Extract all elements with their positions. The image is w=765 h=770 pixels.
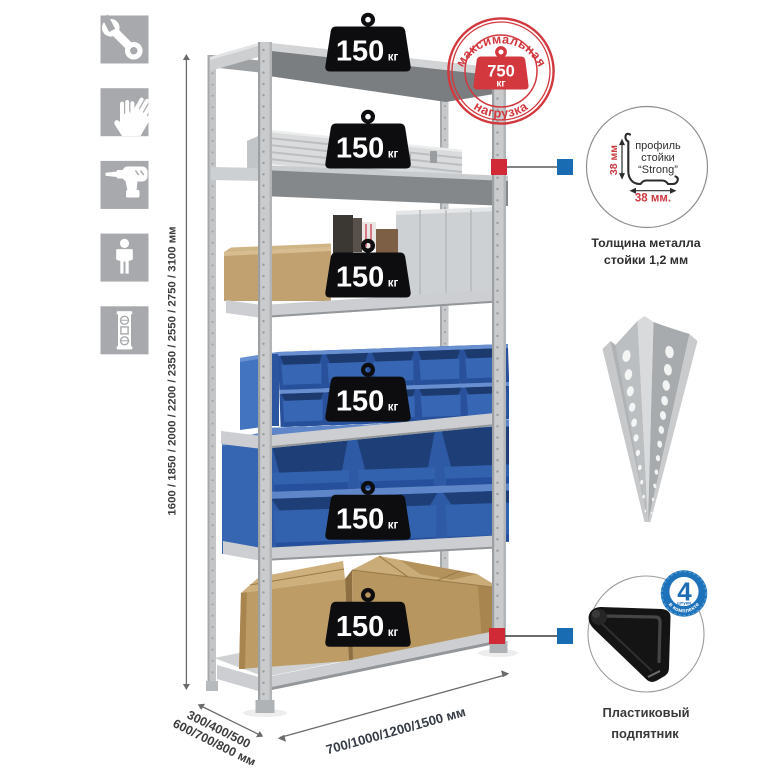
svg-text:750: 750	[487, 63, 515, 81]
svg-text:1600 / 1850 / 2000 / 2200 / 23: 1600 / 1850 / 2000 / 2200 / 2350 / 2550 …	[167, 226, 179, 515]
svg-text:“Strong”: “Strong”	[638, 164, 678, 176]
svg-text:подпятник: подпятник	[611, 726, 679, 741]
svg-text:нагрузка: нагрузка	[471, 98, 530, 121]
svg-text:4: 4	[677, 577, 692, 607]
svg-text:штуки: штуки	[677, 601, 691, 606]
svg-text:Пластиковый: Пластиковый	[602, 705, 689, 720]
svg-text:Толщина металла: Толщина металла	[591, 236, 700, 250]
svg-text:стойки 1,2 мм: стойки 1,2 мм	[604, 253, 688, 267]
svg-text:38 мм: 38 мм	[608, 145, 620, 175]
svg-text:стойки: стойки	[641, 152, 675, 164]
svg-text:кг: кг	[496, 79, 505, 90]
svg-text:профиль: профиль	[635, 140, 681, 152]
svg-text:38 мм.: 38 мм.	[635, 193, 671, 205]
